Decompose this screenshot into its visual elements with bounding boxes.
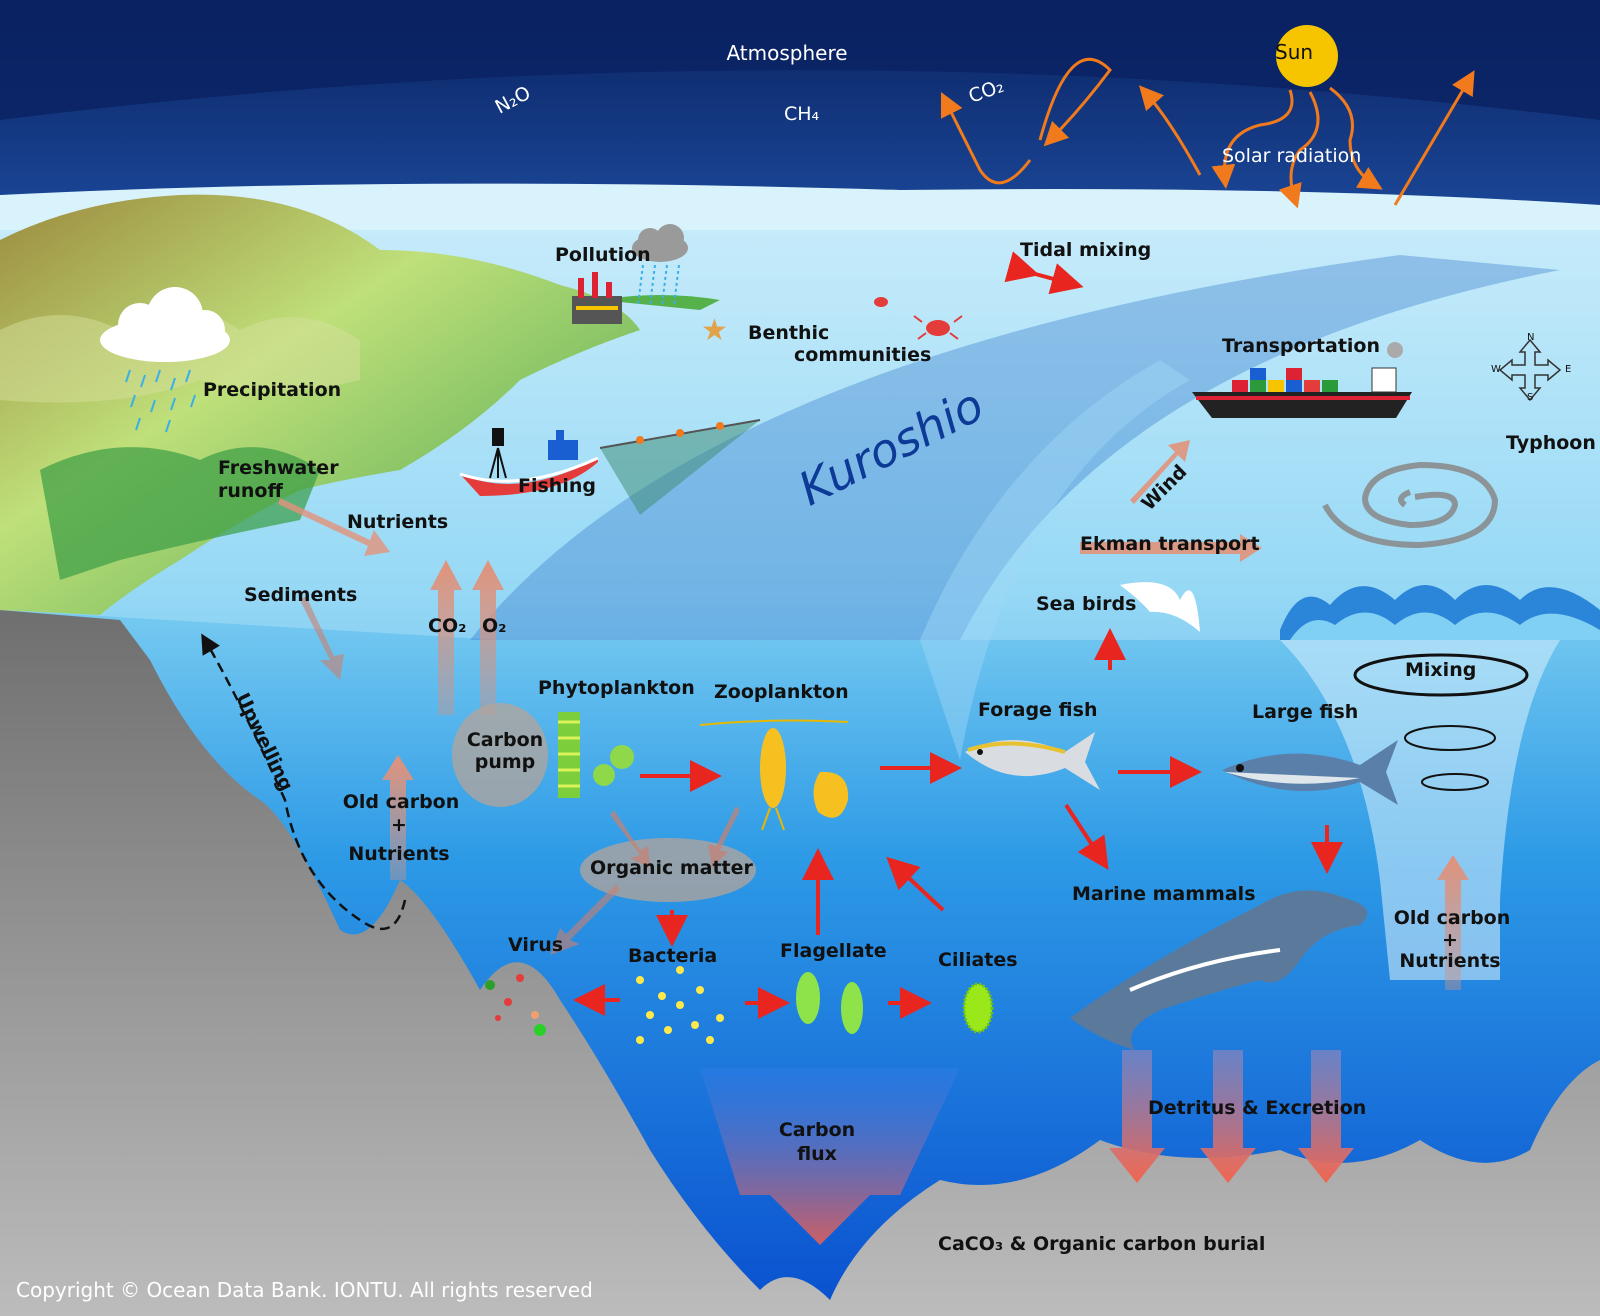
freshwater-label: Freshwater	[218, 457, 339, 479]
sun-icon	[1276, 25, 1338, 87]
ciliate-icon	[962, 982, 994, 1034]
crab-icon	[874, 297, 963, 340]
starfish-icon: ★	[701, 313, 728, 348]
upwelling-path	[201, 633, 407, 931]
carbon-pump	[452, 703, 548, 807]
bacteria-icon	[636, 966, 724, 1044]
ch4-label: CH₄	[784, 103, 820, 125]
precipitation-label: Precipitation	[203, 379, 342, 401]
compass-w: W	[1491, 364, 1501, 375]
plus-label-left: +	[391, 814, 407, 836]
ekman-transport-label: Ekman transport	[1080, 533, 1260, 555]
virus-label: Virus	[508, 934, 564, 956]
copyright-notice: Copyright © Ocean Data Bank. IONTU. All …	[16, 1278, 593, 1302]
mixing-label: Mixing	[1405, 659, 1477, 681]
bacteria-label: Bacteria	[628, 945, 718, 967]
fish-icon	[1222, 740, 1398, 805]
benthic-label: Benthic	[748, 322, 830, 344]
phytoplankton-icon	[558, 712, 634, 798]
compass-e: E	[1565, 364, 1572, 375]
zooplankton-label: Zooplankton	[714, 681, 849, 703]
atmosphere-title: Atmosphere	[726, 41, 848, 65]
large-fish-label: Large fish	[1252, 701, 1359, 723]
kuroshio-current	[470, 255, 1560, 640]
communities-label: communities	[794, 344, 932, 366]
fishing-boat-icon	[459, 419, 761, 515]
nutrients-label-left: Nutrients	[348, 843, 450, 865]
organic-matter-label: Organic matter	[590, 857, 753, 879]
transportation-label: Transportation	[1222, 335, 1381, 357]
factory-icon	[572, 224, 688, 324]
forage-fish-label: Forage fish	[978, 699, 1098, 721]
sea-birds-label: Sea birds	[1036, 593, 1137, 615]
nutrients-label-right: Nutrients	[1399, 950, 1501, 972]
detritus-excretion-label: Detritus & Excretion	[1148, 1097, 1367, 1119]
flagellate-label: Flagellate	[780, 940, 887, 962]
typhoon-icon	[1322, 461, 1499, 549]
old-carbon-label-left: Old carbon	[342, 791, 460, 813]
mixing-column	[1280, 640, 1560, 980]
plus-label-right: +	[1442, 929, 1458, 951]
flagellate-icon	[796, 972, 863, 1034]
marine-mammals-label: Marine mammals	[1072, 883, 1256, 905]
tidal-mixing-label: Tidal mixing	[1020, 239, 1152, 261]
sediments-label: Sediments	[244, 584, 358, 606]
fishing-label: Fishing	[518, 475, 596, 497]
solar-radiation-label: Solar radiation	[1222, 145, 1362, 167]
compass-icon	[1498, 338, 1562, 402]
virus-icon	[485, 974, 546, 1036]
nutrients-label: Nutrients	[347, 511, 449, 533]
carbon-flux-label-1: Carbon	[778, 1119, 856, 1141]
ciliates-label: Ciliates	[938, 949, 1018, 971]
phytoplankton-label: Phytoplankton	[538, 677, 695, 699]
typhoon-label: Typhoon	[1506, 432, 1596, 454]
carbon-flux-label-2: flux	[797, 1143, 837, 1165]
ship-icon	[1192, 342, 1412, 418]
cloud-icon	[100, 287, 230, 433]
burial-label: CaCO₃ & Organic carbon burial	[938, 1233, 1266, 1255]
ocean-body	[0, 195, 1600, 1300]
carbon-pump-label-2: pump	[474, 751, 536, 773]
co2-ocean-label: CO₂	[428, 615, 467, 637]
sun-label: Sun	[1275, 40, 1314, 64]
pollution-label: Pollution	[555, 244, 651, 266]
compass-n: N	[1527, 332, 1535, 343]
carbon-pump-label-1: Carbon	[466, 729, 544, 751]
zooplankton-icon	[699, 719, 849, 831]
runoff-label: runoff	[218, 480, 283, 502]
dolphin-icon	[1070, 890, 1368, 1050]
carbon-flux-arrow	[700, 1068, 960, 1245]
old-carbon-label-right: Old carbon	[1393, 907, 1511, 929]
bird-icon	[1120, 582, 1200, 632]
compass-s: S	[1527, 392, 1534, 403]
fish-icon	[965, 732, 1100, 790]
o2-label: O₂	[482, 615, 507, 637]
